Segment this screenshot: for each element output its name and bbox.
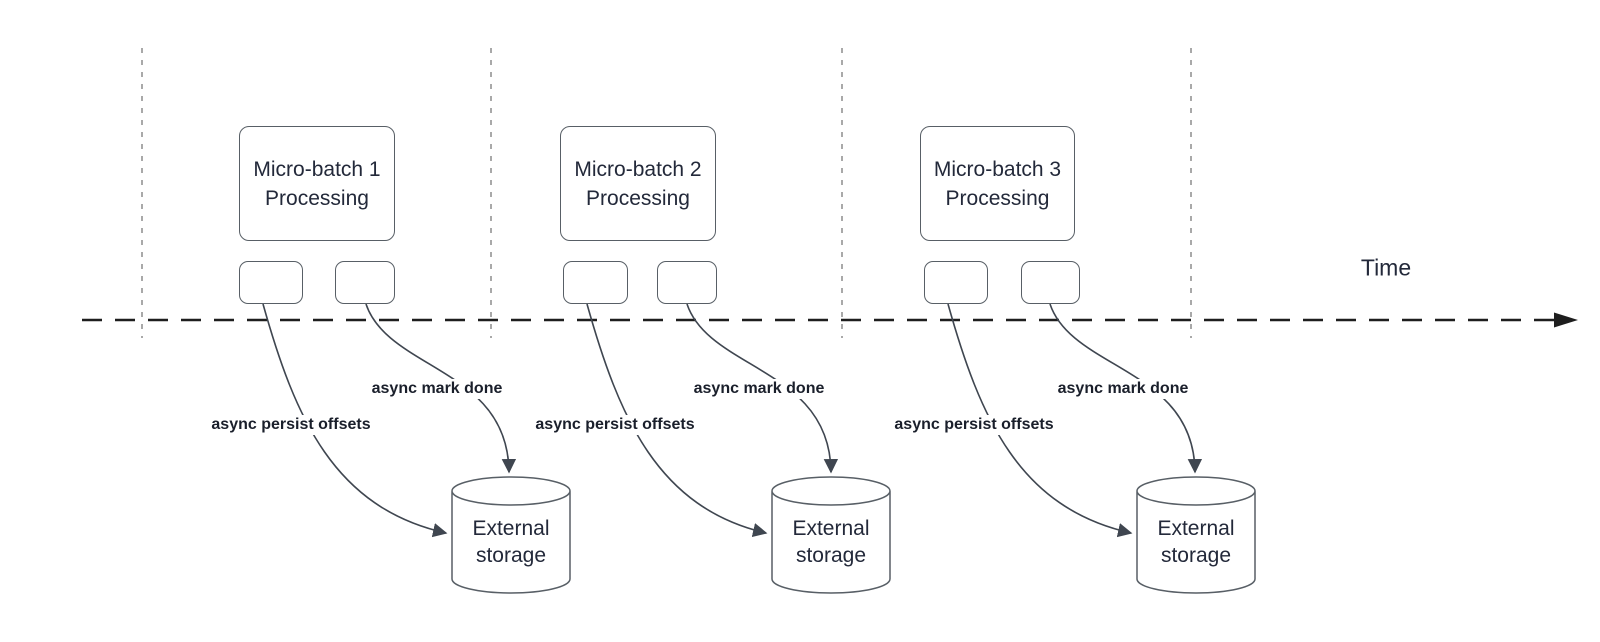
micro-batch-2-processing-box: Micro-batch 2 Processing (560, 126, 716, 241)
micro-batch-3-processing-box: Micro-batch 3 Processing (920, 126, 1075, 241)
micro-batch-3-title-line1: Micro-batch 3 (933, 157, 1062, 181)
external-storage-label-1-line1: External (472, 517, 550, 540)
micro-batch-2-title-line1: Micro-batch 2 (574, 157, 702, 181)
micro-batch-1-title-line1: Micro-batch 1 (253, 157, 381, 181)
persist-offsets-arrow-1 (262, 303, 448, 538)
external-storage-label-3: External storage (1137, 515, 1255, 569)
micro-batch-3-title-line2: Processing (945, 186, 1050, 210)
persist-offsets-label-3: async persist offsets (891, 415, 1057, 435)
external-storage-cylinder-2 (771, 476, 891, 594)
external-storage-label-3-line1: External (1157, 517, 1235, 540)
micro-batch-1-title-line2: Processing (265, 186, 369, 210)
mark-done-arrow-2 (686, 303, 839, 474)
mark-done-task-box-1 (335, 261, 395, 304)
mark-done-arrow-3 (1049, 303, 1203, 474)
persist-offsets-arrow-2 (586, 303, 768, 538)
mark-done-label-1: async mark done (368, 379, 506, 399)
external-storage-label-1: External storage (452, 515, 570, 569)
micro-batch-2-title-line2: Processing (586, 186, 690, 210)
external-storage-cylinder-3 (1136, 476, 1256, 594)
external-storage-label-2: External storage (772, 515, 890, 569)
persist-offsets-arrow-3 (947, 303, 1133, 538)
time-axis-arrowhead (1554, 312, 1578, 328)
persist-offsets-label-1: async persist offsets (208, 415, 374, 435)
external-storage-label-2-line1: External (792, 517, 870, 540)
external-storage-label-2-line2: storage (795, 544, 867, 567)
time-axis-label: Time (1360, 254, 1412, 281)
mark-done-task-box-2 (657, 261, 717, 304)
external-storage-label-1-line2: storage (475, 544, 547, 567)
micro-batch-1-processing-box: Micro-batch 1 Processing (239, 126, 395, 241)
external-storage-label-3-line2: storage (1160, 544, 1232, 567)
mark-done-label-3: async mark done (1054, 379, 1192, 399)
persist-offsets-label-2: async persist offsets (532, 415, 698, 435)
external-storage-cylinder-1 (451, 476, 571, 594)
mark-done-task-box-3 (1021, 261, 1080, 304)
mark-done-arrow-1 (365, 303, 517, 474)
persist-offsets-task-box-3 (924, 261, 988, 304)
persist-offsets-task-box-2 (563, 261, 628, 304)
persist-offsets-task-box-1 (239, 261, 303, 304)
mark-done-label-2: async mark done (690, 379, 828, 399)
